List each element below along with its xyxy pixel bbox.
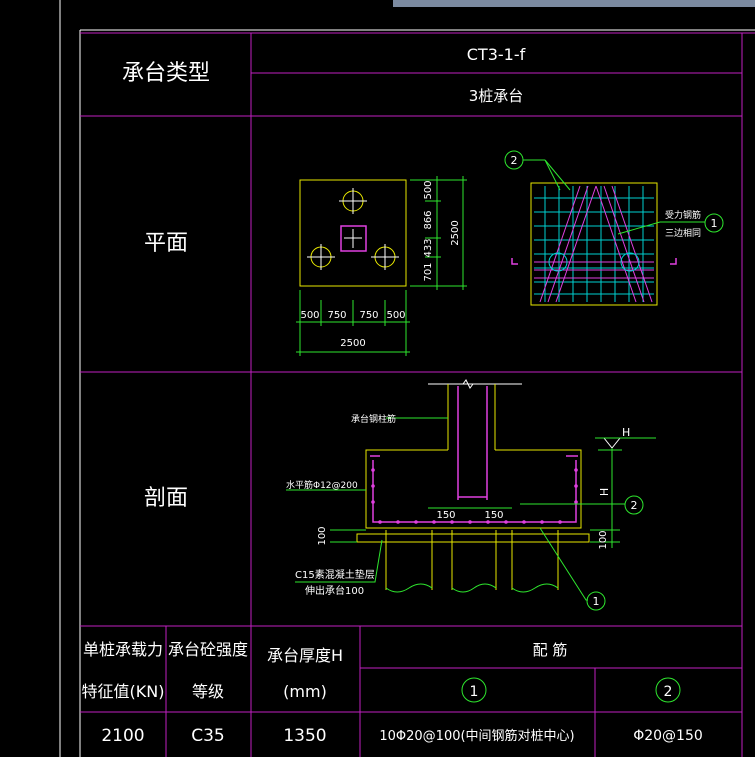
svg-text:2: 2 <box>511 154 518 167</box>
value-rebar-1: 10Φ20@100(中间钢筋对桩中心) <box>379 728 574 744</box>
concrete-label-1: C15素混凝土垫层 <box>295 568 375 581</box>
dim-100-left: 100 <box>317 526 328 545</box>
col1-header-line1: 单桩承载力 <box>83 640 163 659</box>
type-label: 承台类型 <box>122 61 210 86</box>
value-rebar-2: Φ20@150 <box>633 728 703 744</box>
dim-750-left: 750 <box>327 310 346 321</box>
cap-code: CT3-1-f <box>467 45 526 64</box>
rebar-2-number: 2 <box>664 684 673 700</box>
dim-150-b: 150 <box>484 510 503 521</box>
callout-2-section <box>624 495 644 515</box>
rebar-1-circle <box>461 677 487 703</box>
plan-view: 500 750 750 500 2500 500 866 433 701 250… <box>296 150 724 356</box>
value-thickness: 1350 <box>283 726 326 746</box>
rebar-2-circle <box>655 677 681 703</box>
cap-subtitle: 3桩承台 <box>469 87 524 105</box>
dim-2500-width: 2500 <box>340 338 365 349</box>
col2-header-line2: 等级 <box>192 682 224 701</box>
dim-500-right: 500 <box>386 310 405 321</box>
dim-500-v: 500 <box>423 180 434 199</box>
callout-1-section <box>586 591 606 611</box>
dim-433-v: 433 <box>423 238 434 257</box>
svg-text:2: 2 <box>631 499 638 512</box>
rebar-plan-outline <box>530 182 658 306</box>
h-elevation-label: H <box>622 426 630 439</box>
rebar-web-label: 三边相同 <box>665 227 701 239</box>
column-rebar-label: 承台钢柱筋 <box>351 413 396 425</box>
col1-header-line2: 特征值(KN) <box>82 682 165 701</box>
value-capacity: 2100 <box>101 726 144 746</box>
rebar-main-label: 受力钢筋 <box>665 209 701 221</box>
dim-701-v: 701 <box>423 262 434 281</box>
section-label: 剖面 <box>144 486 188 511</box>
cushion-layer <box>356 533 590 543</box>
rebar-table: 单桩承载力 特征值(KN) 承台砼强度 等级 承台厚度H (mm) 配 筋 1 … <box>82 640 703 746</box>
rebar-diagonals <box>534 185 654 303</box>
top-scroll-bar[interactable] <box>393 0 755 7</box>
rebar-grid <box>534 186 654 302</box>
sheet-frame <box>59 0 755 757</box>
dim-150-a: 150 <box>436 510 455 521</box>
cap-outline <box>299 179 407 287</box>
callout-1-plan <box>704 213 724 233</box>
concrete-label-2: 伸出承台100 <box>305 584 364 597</box>
dim-750-right: 750 <box>359 310 378 321</box>
col3-header-line1: 承台厚度H <box>267 646 343 665</box>
plan-label: 平面 <box>144 231 188 256</box>
horizontal-rebar-label: 水平筋Φ12@200 <box>286 479 358 491</box>
rebar-1-number: 1 <box>470 684 479 700</box>
col3-header-line2: (mm) <box>283 682 327 701</box>
section-view: 承台钢柱筋 水平筋Φ12@200 150 150 100 100 C15素混凝土… <box>286 379 656 611</box>
col4-header: 配 筋 <box>533 641 568 659</box>
h-dim: H <box>598 488 611 496</box>
dim-500-left: 500 <box>300 310 319 321</box>
dim-2500-height: 2500 <box>450 220 461 245</box>
dim-100-right: 100 <box>598 530 609 549</box>
svg-text:1: 1 <box>711 217 718 230</box>
table-grid <box>80 32 755 757</box>
column-square <box>340 225 367 252</box>
dim-866-v: 866 <box>423 210 434 229</box>
value-grade: C35 <box>191 726 225 746</box>
svg-text:1: 1 <box>593 595 600 608</box>
col2-header-line1: 承台砼强度 <box>168 640 248 659</box>
